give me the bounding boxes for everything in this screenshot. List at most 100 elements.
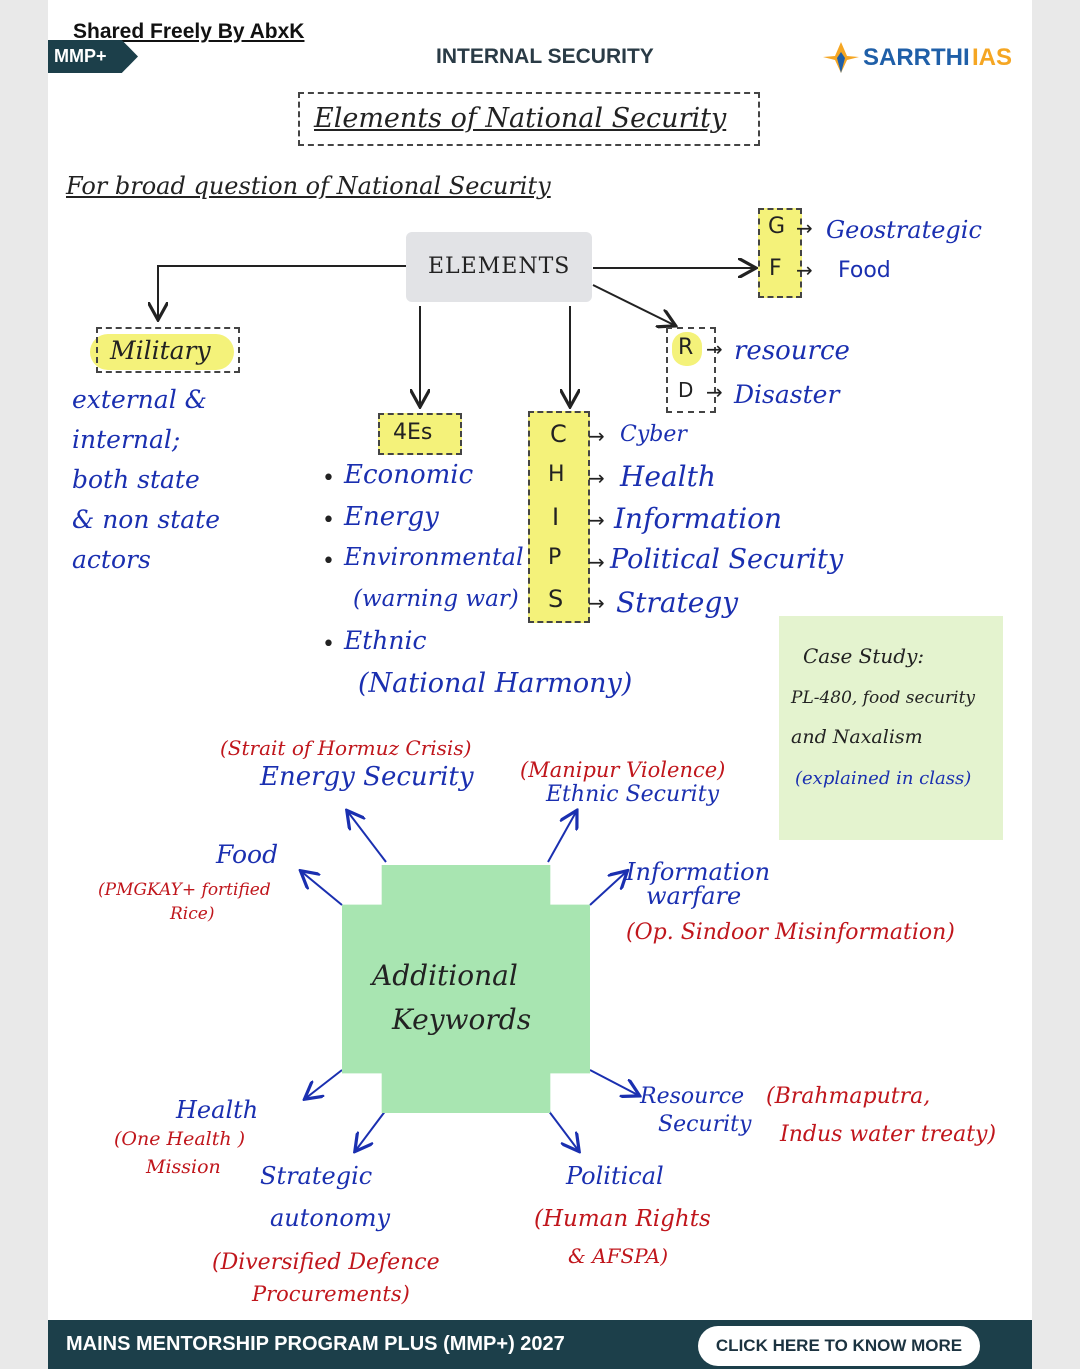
- four-es-item-environmental: Environmental: [344, 543, 524, 571]
- chips-item-health: Health: [620, 460, 716, 493]
- four-es-box: [378, 413, 462, 455]
- keyword-resource-context: (Brahmaputra,: [766, 1084, 931, 1109]
- connector-lines: [48, 0, 1032, 1330]
- bullet-icon: •: [322, 466, 335, 491]
- four-es-item-ethnic: Ethnic: [344, 626, 427, 655]
- chips-item-information: Information: [614, 502, 783, 535]
- elements-box: ELEMENTS: [406, 232, 592, 302]
- know-more-button[interactable]: CLICK HERE TO KNOW MORE: [698, 1326, 980, 1366]
- keyword-energy-context: (Strait of Hormuz Crisis): [220, 736, 472, 760]
- keyword-food-context: Rice): [170, 904, 215, 924]
- military-note-line: internal;: [72, 425, 181, 454]
- bullet-icon: •: [322, 632, 335, 657]
- chips-letter: P: [548, 545, 562, 570]
- gf-letters-box: [758, 208, 802, 298]
- page: Shared Freely By AbxK MMP+ INTERNAL SECU…: [48, 0, 1032, 1369]
- case-study-heading: Case Study:: [803, 644, 925, 668]
- keyword-information-context: (Op. Sindoor Misinformation): [626, 920, 955, 945]
- elements-label: ELEMENTS: [428, 254, 571, 279]
- chips-item-strategy: Strategy: [616, 586, 739, 619]
- keyword-political-context: & AFSPA): [568, 1244, 669, 1268]
- mmp-badge: MMP+: [48, 40, 138, 73]
- keyword-strategic-context: (Diversified Defence: [212, 1250, 440, 1275]
- rd-item-resource: resource: [734, 336, 850, 366]
- watermark: Shared Freely By AbxK: [73, 20, 305, 43]
- keyword-health-title: Health: [176, 1096, 259, 1124]
- case-study-line: and Naxalism: [791, 726, 923, 748]
- keyword-information-title: Information: [626, 858, 771, 886]
- gf-letter-f: F: [769, 256, 782, 281]
- keyword-energy-title: Energy Security: [260, 762, 474, 792]
- additional-keywords-box: Additional Keywords: [342, 865, 590, 1113]
- keyword-food-context: (PMGKAY+ fortified: [98, 880, 271, 900]
- four-es-note-harmony: (National Harmony): [358, 668, 633, 699]
- footer-bar: MAINS MENTORSHIP PROGRAM PLUS (MMP+) 202…: [48, 1320, 1032, 1369]
- brand-name: SARRTHI: [863, 44, 970, 71]
- chips-item-cyber: Cyber: [620, 422, 687, 447]
- chips-arrow-icon: →: [588, 466, 605, 490]
- keyword-resource-title: Security: [658, 1112, 752, 1137]
- military-note-line: external &: [72, 385, 207, 414]
- chips-item-political-security: Political Security: [610, 544, 844, 575]
- rd-arrow-icon: →: [706, 337, 723, 361]
- keyword-ethnic-context: (Manipur Violence): [520, 758, 726, 782]
- gf-item-food: Food: [838, 258, 891, 283]
- military-label: Military: [110, 336, 211, 365]
- chips-arrow-icon: →: [588, 508, 605, 532]
- keyword-resource-title: Resource: [640, 1084, 745, 1109]
- chips-letter: S: [548, 585, 564, 613]
- gf-arrow-icon: →: [796, 216, 813, 240]
- chips-arrow-icon: →: [588, 591, 605, 615]
- keyword-ethnic-title: Ethnic Security: [546, 782, 719, 807]
- subtitle: For broad question of National Security: [66, 172, 551, 200]
- keyword-health-context: (One Health ): [114, 1128, 246, 1150]
- page-title-box: [298, 92, 760, 146]
- chips-letter: C: [550, 420, 567, 448]
- rd-letter-highlight: [672, 332, 702, 366]
- chips-letter: I: [552, 503, 560, 531]
- keyword-strategic-title: autonomy: [270, 1204, 391, 1232]
- four-es-note-warning: (warning war): [353, 586, 519, 612]
- gf-item-geostrategic: Geostrategic: [826, 216, 982, 244]
- military-note-line: actors: [72, 545, 151, 574]
- case-study-line: PL-480, food security: [791, 688, 976, 708]
- military-highlight: [90, 334, 234, 370]
- military-box: [96, 327, 240, 373]
- brand-accent: IAS: [972, 44, 1013, 71]
- header-title: INTERNAL SECURITY: [436, 45, 654, 68]
- four-es-item-energy: Energy: [344, 502, 439, 532]
- case-study-note: (explained in class): [795, 768, 972, 789]
- four-es-label: 4Es: [393, 420, 433, 445]
- chips-arrow-icon: →: [588, 550, 605, 574]
- military-note-line: both state: [72, 465, 200, 494]
- gf-letter-g: G: [768, 214, 786, 239]
- keyword-food-title: Food: [216, 840, 279, 869]
- keyword-political-context: (Human Rights: [534, 1206, 711, 1232]
- four-es-item-economic: Economic: [344, 460, 474, 490]
- military-note-line: & non state: [72, 505, 221, 534]
- bullet-icon: •: [322, 549, 335, 574]
- keyword-strategic-title: Strategic: [260, 1162, 373, 1190]
- chips-arrow-icon: →: [588, 424, 605, 448]
- chips-letters-box: [528, 411, 590, 623]
- case-study-box: Case Study: PL-480, food security and Na…: [779, 616, 1003, 840]
- additional-keywords-line: Additional: [372, 959, 518, 992]
- keyword-health-context: Mission: [146, 1156, 221, 1178]
- rd-letter-r: R: [678, 335, 694, 360]
- mmp-badge-label: MMP+: [54, 46, 107, 66]
- brand-star-icon: [823, 42, 859, 73]
- bullet-icon: •: [322, 508, 335, 533]
- keyword-political-title: Political: [566, 1162, 664, 1190]
- rd-letter-d: D: [678, 378, 694, 402]
- chips-letter: H: [548, 462, 565, 487]
- rd-letters-box: [666, 327, 716, 413]
- gf-arrow-icon: →: [796, 258, 813, 282]
- rd-arrow-icon: →: [706, 380, 723, 404]
- keyword-information-title: warfare: [646, 882, 742, 910]
- military-note: external & internal; both state & non st…: [72, 380, 220, 580]
- footer-text: MAINS MENTORSHIP PROGRAM PLUS (MMP+) 202…: [66, 1333, 565, 1355]
- keyword-resource-context: Indus water treaty): [780, 1122, 997, 1147]
- additional-keywords-line: Keywords: [392, 1003, 532, 1036]
- keyword-strategic-context: Procurements): [252, 1282, 410, 1306]
- page-title: Elements of National Security: [314, 103, 727, 134]
